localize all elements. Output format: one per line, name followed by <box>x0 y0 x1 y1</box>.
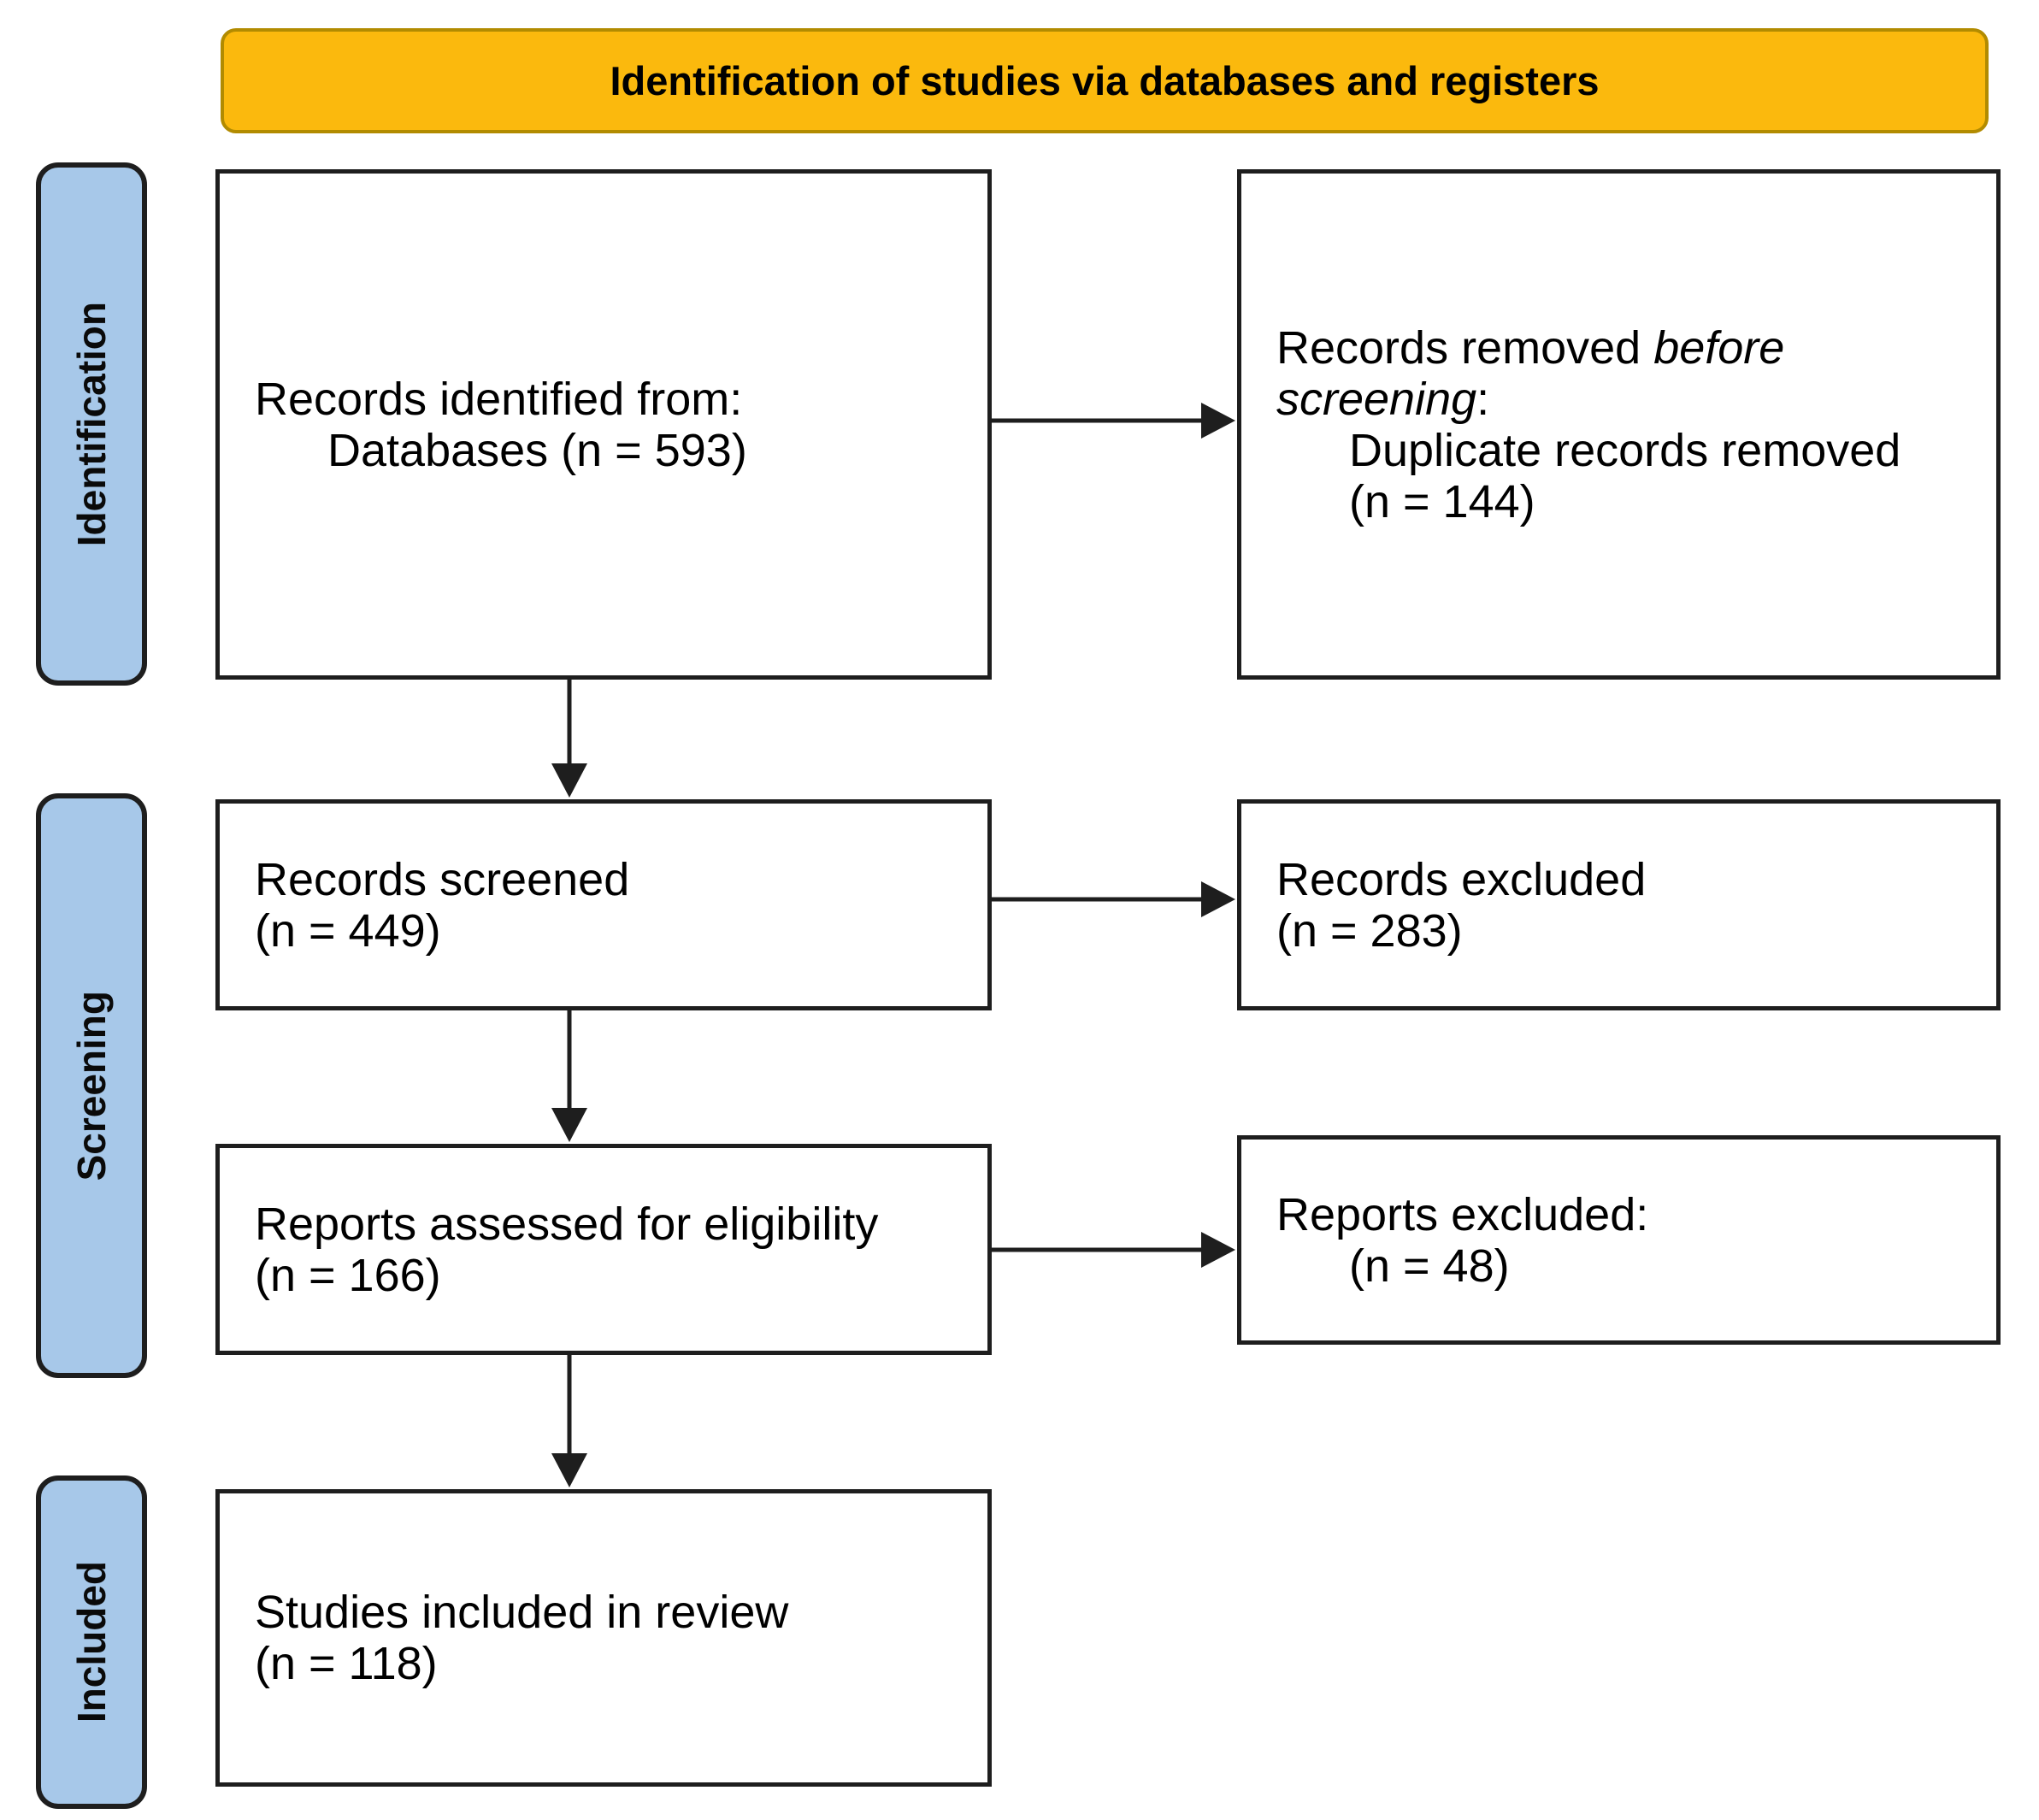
box-text-line: Records removed before <box>1276 322 1971 374</box>
box-text-segment: Records identified from: <box>255 373 743 425</box>
arrow-screened-to-records-excluded <box>992 881 1235 917</box>
box-text-segment: Records screened <box>255 853 630 905</box>
box-text-line: (n = 118) <box>255 1638 962 1689</box>
box-text-line: Records screened <box>255 854 962 905</box>
arrow-screened-to-assessed <box>551 1010 587 1142</box>
box-text-segment: (n = 48) <box>1349 1240 1510 1292</box>
box-text-line: (n = 283) <box>1276 905 1971 957</box>
stage-label-included: Included <box>36 1475 147 1809</box>
box-reports-assessed-for-eligibility: Reports assessed for eligibility(n = 166… <box>215 1144 992 1355</box>
box-text-segment-italic: before <box>1653 321 1785 374</box>
stage-label-included-text: Included <box>69 1561 114 1723</box>
box-records-screened: Records screened(n = 449) <box>215 799 992 1010</box>
box-text-line: (n = 144) <box>1276 476 1971 527</box>
stage-label-screening-text: Screening <box>69 990 114 1181</box>
box-text-segment: Studies included in review <box>255 1587 789 1638</box>
box-text-segment: (n = 144) <box>1349 475 1535 527</box>
box-text-segment: Databases (n = 593) <box>327 424 747 476</box>
box-text-segment: Records removed <box>1276 321 1654 374</box>
box-text-line: (n = 166) <box>255 1250 962 1301</box>
box-text-line: Records identified from: <box>255 374 962 425</box>
box-studies-included-in-review: Studies included in review(n = 118) <box>215 1489 992 1787</box>
box-text-line: (n = 449) <box>255 905 962 957</box>
box-text-segment: Reports excluded: <box>1276 1188 1649 1240</box>
banner-title: Identification of studies via databases … <box>610 58 1600 103</box>
box-records-identified: Records identified from:Databases (n = 5… <box>215 169 992 680</box>
box-text-line: Reports excluded: <box>1276 1189 1971 1240</box>
box-text-segment: Duplicate records removed <box>1349 424 1901 476</box>
box-text-segment-italic: screening <box>1276 373 1477 425</box>
box-text-line: Databases (n = 593) <box>255 425 962 476</box>
box-text-segment: (n = 118) <box>255 1638 438 1689</box>
header-banner: Identification of studies via databases … <box>221 28 1989 133</box>
box-text-line: Records excluded <box>1276 854 1971 905</box>
stage-label-identification-text: Identification <box>69 301 114 547</box>
box-text-line: screening: <box>1276 374 1971 425</box>
box-text-segment: : <box>1476 373 1490 425</box>
stage-label-screening: Screening <box>36 793 147 1378</box>
arrow-assessed-to-included <box>551 1355 587 1487</box>
box-reports-excluded: Reports excluded:(n = 48) <box>1237 1135 2001 1345</box>
box-text-segment: Records excluded <box>1276 853 1647 905</box>
arrow-assessed-to-reports-excluded <box>992 1232 1235 1268</box>
box-text-segment: (n = 166) <box>255 1249 441 1301</box>
box-text-line: Studies included in review <box>255 1587 962 1638</box>
box-text-segment: (n = 283) <box>1276 904 1463 957</box>
box-text-line: (n = 48) <box>1276 1240 1971 1292</box>
box-text-segment: Reports assessed for eligibility <box>255 1198 879 1250</box>
box-text-line: Reports assessed for eligibility <box>255 1199 962 1250</box>
box-records-excluded: Records excluded(n = 283) <box>1237 799 2001 1010</box>
arrow-identified-to-screened <box>551 680 587 798</box>
box-text-line: Duplicate records removed <box>1276 425 1971 476</box>
arrow-identified-to-duplicates <box>992 403 1235 439</box>
stage-label-identification: Identification <box>36 162 147 686</box>
box-text-segment: (n = 449) <box>255 904 441 957</box>
